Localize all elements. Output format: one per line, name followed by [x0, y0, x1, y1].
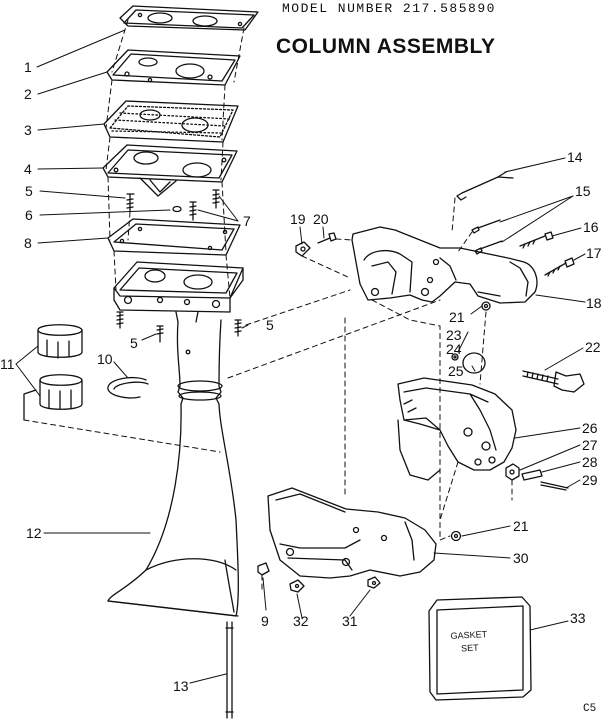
part-7-screws	[189, 189, 220, 221]
callout-27: 27	[582, 437, 598, 453]
callout-7: 7	[243, 213, 251, 229]
callout-31: 31	[342, 613, 358, 629]
part-29-cotter	[540, 481, 569, 491]
part-19-nut	[295, 241, 311, 257]
part-15-screws	[471, 219, 503, 255]
part-33-gasket-set-box	[428, 596, 532, 701]
callout-13: 13	[173, 678, 189, 694]
callout-2: 2	[24, 86, 32, 102]
part-18-swivel-bracket	[351, 226, 538, 304]
gasket-box-line-2: SET	[461, 643, 480, 654]
part-21-washer-upper	[481, 301, 491, 311]
part-17-bolt	[544, 257, 575, 277]
part-27-nut	[505, 463, 520, 481]
callout-6: 6	[25, 207, 33, 223]
part-21-washer-lower	[450, 530, 462, 542]
part-5-screw-left	[116, 311, 164, 343]
part-1-top-gasket	[119, 5, 259, 31]
part-23-24-fasteners	[451, 353, 459, 361]
callout-17: 17	[586, 245, 602, 261]
callout-4: 4	[24, 161, 32, 177]
callout-29: 29	[582, 472, 598, 488]
part-6-oring	[172, 205, 182, 213]
dashed-alignment-lines	[23, 19, 513, 591]
part-9-nut	[257, 562, 270, 576]
part-2-plate	[106, 49, 241, 86]
callout-10: 10	[97, 351, 113, 367]
part-28-pin	[521, 469, 543, 481]
callout-1: 1	[24, 59, 32, 75]
callout-24: 24	[446, 341, 462, 357]
callout-12: 12	[26, 525, 42, 541]
part-4-reed-block	[102, 144, 238, 197]
leader-lines	[15, 29, 586, 684]
callout-20: 20	[313, 211, 329, 227]
part-13-driveshaft	[225, 621, 234, 719]
gasket-box-line-1: GASKET	[450, 629, 487, 641]
callout-25: 25	[448, 363, 464, 379]
callout-5-left: 5	[130, 335, 138, 351]
corner-code: C5	[583, 703, 597, 715]
part-20-bolt	[317, 232, 337, 244]
part-30-stern-bracket	[267, 487, 437, 579]
callout-16: 16	[583, 219, 599, 235]
part-22-thumb-screw	[522, 370, 585, 393]
callout-21-upper: 21	[449, 309, 465, 325]
adapter-plate	[113, 261, 244, 323]
page-title: COLUMN ASSEMBLY	[276, 35, 496, 58]
part-5-screw-upper	[126, 193, 135, 212]
part-31-nut	[367, 576, 381, 589]
part-11-clamp-brackets	[23, 324, 83, 421]
part-5-screw-right	[234, 319, 242, 337]
callout-22: 22	[585, 339, 601, 355]
part-32-nut	[289, 579, 305, 593]
part-10-retaining-ring	[107, 376, 149, 399]
part-14-rod	[456, 171, 514, 201]
callout-8: 8	[24, 235, 32, 251]
part-3-screen-gasket	[103, 100, 239, 143]
callout-14: 14	[567, 149, 583, 165]
model-number: MODEL NUMBER 217.585890	[282, 1, 496, 16]
callout-9: 9	[261, 613, 269, 629]
callout-3: 3	[24, 122, 32, 138]
part-26-clamp-bracket	[397, 377, 517, 481]
callout-19: 19	[290, 211, 306, 227]
callout-5-right: 5	[266, 317, 274, 333]
callout-15: 15	[575, 183, 591, 199]
callout-18: 18	[586, 295, 602, 311]
callout-23: 23	[446, 327, 462, 343]
part-16-bolt	[519, 231, 554, 249]
callout-11: 11	[0, 356, 15, 372]
callout-32: 32	[293, 613, 309, 629]
callout-5-upper: 5	[25, 183, 33, 199]
callout-33: 33	[570, 610, 586, 626]
callout-26: 26	[582, 420, 598, 436]
part-25-disc	[462, 352, 486, 374]
part-8-gasket	[107, 218, 241, 256]
part-12-drive-shaft-housing	[107, 319, 239, 617]
callout-21-lower: 21	[513, 518, 529, 534]
callout-30: 30	[513, 550, 529, 566]
callout-28: 28	[582, 454, 598, 470]
